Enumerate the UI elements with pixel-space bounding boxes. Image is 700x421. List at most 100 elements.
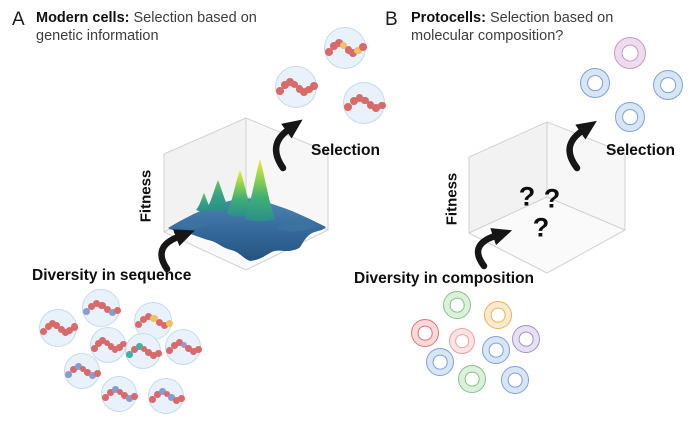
selection-arrow-b (566, 120, 597, 172)
modern-cell (90, 327, 127, 363)
genetic-polymer-bead (309, 81, 318, 90)
fitness-axis-label-a: Fitness (137, 169, 155, 223)
vesicle-lumen (464, 371, 480, 387)
genetic-polymer-bead (195, 346, 202, 353)
genetic-polymer-bead (79, 365, 87, 373)
genetic-polymer-bead (160, 321, 168, 329)
question-mark-1: ? (518, 181, 536, 212)
genetic-polymer-bead (83, 308, 91, 316)
genetic-polymer-bead (358, 42, 367, 51)
genetic-polymer-bead (165, 319, 173, 327)
peak-middle (227, 170, 253, 217)
genetic-polymer-bead (344, 102, 353, 111)
genetic-polymer-bead (98, 302, 106, 310)
genetic-polymer-bead (166, 347, 173, 354)
genetic-polymer-bead (126, 351, 133, 358)
genetic-polymer-bead (145, 312, 153, 320)
question-mark-3: ? (532, 212, 550, 243)
diversity-arrow-a (158, 229, 195, 273)
genetic-polymer-bead (149, 396, 156, 403)
genetic-polymer-bead (190, 347, 197, 355)
protocell-vesicle (615, 102, 645, 132)
panel-a-title-line2: genetic information (36, 28, 159, 44)
genetic-polymer-bead (102, 394, 109, 401)
genetic-polymer-bead (48, 319, 56, 327)
modern-cell (148, 378, 185, 414)
genetic-polymer-bead (111, 386, 119, 393)
genetic-polymer-bead (354, 46, 362, 55)
vesicle-lumen (417, 325, 433, 341)
modern-cell (39, 309, 78, 347)
question-mark-2: ? (543, 183, 561, 214)
genetic-polymer-bead (178, 395, 185, 402)
genetic-polymer-bead (93, 299, 101, 307)
genetic-polymer-bead (91, 345, 98, 352)
vesicle-lumen (455, 334, 469, 348)
vesicle-lumen (587, 75, 603, 91)
modern-cell (101, 376, 138, 412)
vesicle-lumen (660, 77, 676, 93)
protocell-vesicle (482, 336, 510, 364)
genetic-polymer-bead (40, 328, 48, 336)
vesicle-lumen (490, 307, 506, 323)
protocell-vesicle (426, 348, 454, 376)
protocell-vesicle (512, 325, 540, 353)
modern-cell (82, 289, 121, 327)
genetic-polymer-bead (173, 396, 180, 404)
genetic-polymer-bead (168, 394, 176, 401)
genetic-polymer-bead (111, 345, 119, 353)
selection-label-a: Selection (311, 142, 380, 159)
genetic-polymer-bead (285, 77, 294, 86)
panel-b-letter: B (385, 9, 399, 30)
genetic-polymer-bead (185, 345, 193, 352)
genetic-polymer-bead (175, 339, 183, 346)
genetic-polymer-bead (305, 85, 313, 94)
peak-small (207, 180, 229, 212)
vesicle-lumen (518, 331, 534, 347)
genetic-polymer-bead (140, 315, 148, 323)
genetic-polymer-bead (116, 388, 124, 396)
protocell-vesicle (449, 328, 475, 354)
genetic-polymer-bead (115, 344, 123, 351)
genetic-polymer-bead (349, 96, 358, 105)
genetic-polymer-bead (155, 350, 162, 357)
genetic-polymer-bead (344, 45, 353, 54)
genetic-polymer-bead (121, 392, 129, 399)
genetic-polymer-bead (57, 326, 65, 334)
genetic-polymer-bead (290, 80, 299, 89)
protocell-vesicle (411, 319, 439, 347)
genetic-polymer-bead (377, 101, 386, 110)
genetic-polymer-bead (65, 371, 72, 378)
selection-arrow-a (272, 119, 303, 172)
genetic-polymer-bead (131, 393, 138, 400)
panel-b-title-rest: Selection based on (485, 10, 614, 26)
panel-a-title-rest: Selection based on (129, 10, 257, 26)
diversity-arrow-b (474, 228, 513, 270)
genetic-polymer-bead (131, 345, 138, 353)
genetic-polymer-bead (366, 100, 375, 109)
genetic-polymer-bead (53, 322, 61, 330)
protocell-vesicle (443, 291, 471, 319)
genetic-polymer-bead (339, 41, 348, 50)
protocell-vesicle (484, 301, 512, 329)
genetic-polymer-bead (140, 345, 148, 353)
genetic-polymer-bead (103, 306, 111, 314)
genetic-polymer-bead (44, 322, 52, 330)
genetic-polymer-bead (372, 103, 381, 112)
panel-b-title-bold: Protocells: (411, 10, 486, 26)
modern-cell (275, 66, 318, 108)
genetic-polymer-bead (361, 96, 369, 105)
genetic-polymer-bead (89, 371, 96, 379)
protocell-vesicle (458, 365, 486, 393)
genetic-polymer-bead (107, 343, 115, 350)
genetic-polymer-bead (349, 48, 358, 57)
protocell-vesicle (580, 68, 610, 98)
genetic-polymer-bead (84, 369, 92, 376)
unknown-landscape-box (467, 121, 627, 274)
modern-cell (165, 329, 202, 365)
genetic-polymer-bead (126, 394, 133, 402)
